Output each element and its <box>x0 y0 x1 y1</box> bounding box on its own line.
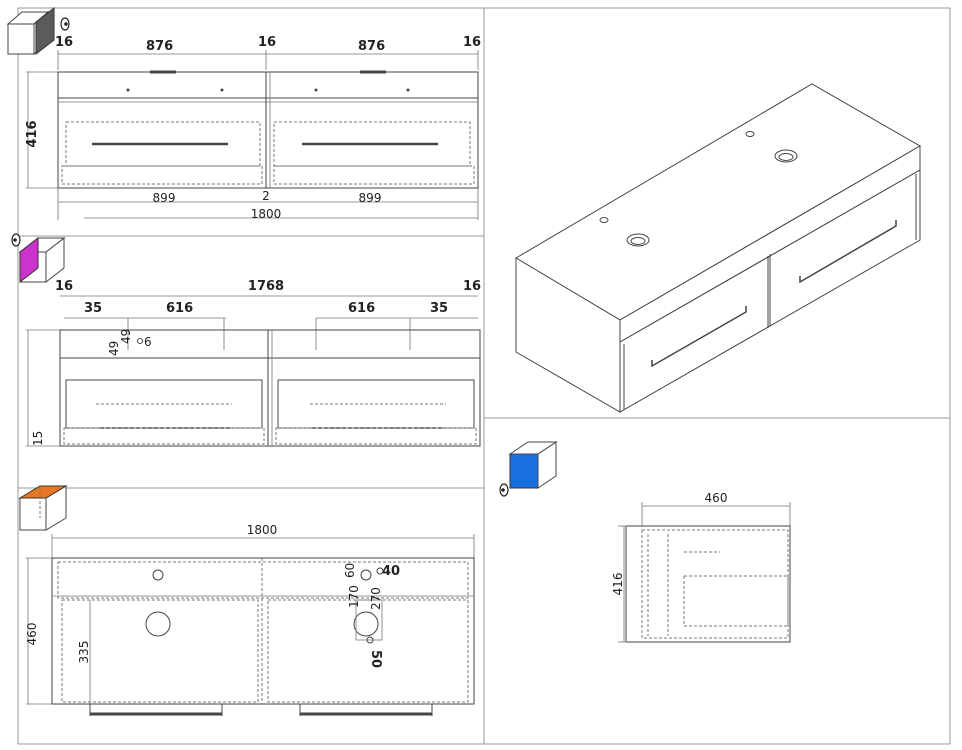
back-dim-small-2: 49 <box>119 329 133 344</box>
view-cube-icon <box>18 236 66 284</box>
back-dim-right-side: 16 <box>463 279 481 294</box>
back-dim-hole-right: 35 <box>430 301 448 316</box>
back-dim-bottom-offset: 15 <box>31 431 45 446</box>
front-dim-right-door: 876 <box>358 39 385 54</box>
back-view: 16 1768 16 35 616 616 35 49 49 6 15 <box>11 233 481 447</box>
back-dim-left-side: 16 <box>55 279 73 294</box>
back-dim-hole-span-left: 616 <box>166 301 193 316</box>
front-dim-height: 416 <box>25 120 40 147</box>
side-view: 460 416 <box>499 441 791 643</box>
view-cube-icon <box>18 485 68 531</box>
top-dim-40: 40 <box>382 564 400 579</box>
view-cube-icon <box>508 441 558 489</box>
top-view-face <box>18 485 68 499</box>
panel-frames <box>17 7 951 745</box>
eye-icon <box>11 233 21 247</box>
front-dim-bottom-left: 899 <box>153 191 176 205</box>
side-view-face <box>509 453 539 489</box>
eye-icon <box>499 483 509 497</box>
back-dim-small-1: 49 <box>107 341 121 356</box>
front-dim-left-side: 16 <box>55 35 73 50</box>
front-view: 16 876 16 876 16 416 89 <box>6 6 481 221</box>
perspective-view <box>515 83 922 413</box>
top-dim-270: 270 <box>369 587 383 610</box>
eye-icon <box>60 17 70 31</box>
side-dim-height: 416 <box>611 573 625 596</box>
top-dim-170: 170 <box>347 585 361 608</box>
back-view-face <box>19 236 39 284</box>
back-dim-hole-span-right: 616 <box>348 301 375 316</box>
front-view-face <box>35 6 55 56</box>
side-dim-width: 460 <box>705 491 728 505</box>
front-dim-total-width: 1800 <box>251 207 282 221</box>
top-dim-width: 1800 <box>247 523 278 537</box>
back-dim-inner-width: 1768 <box>248 279 284 294</box>
top-view: 1800 460 335 170 60 270 40 50 <box>18 485 475 716</box>
front-dim-left-door: 876 <box>146 39 173 54</box>
top-dim-50: 50 <box>368 650 383 668</box>
top-dim-basin-offset: 335 <box>77 641 91 664</box>
top-dim-depth: 460 <box>25 623 39 646</box>
front-dim-center: 16 <box>258 35 276 50</box>
front-dim-bottom-right: 899 <box>359 191 382 205</box>
back-dim-hole-diameter: 6 <box>144 335 152 349</box>
front-dim-bottom-gap: 2 <box>262 189 270 203</box>
front-dim-right-side: 16 <box>463 35 481 50</box>
back-dim-hole-left: 35 <box>84 301 102 316</box>
top-dim-60: 60 <box>343 563 357 578</box>
view-cube-icon <box>6 6 55 56</box>
